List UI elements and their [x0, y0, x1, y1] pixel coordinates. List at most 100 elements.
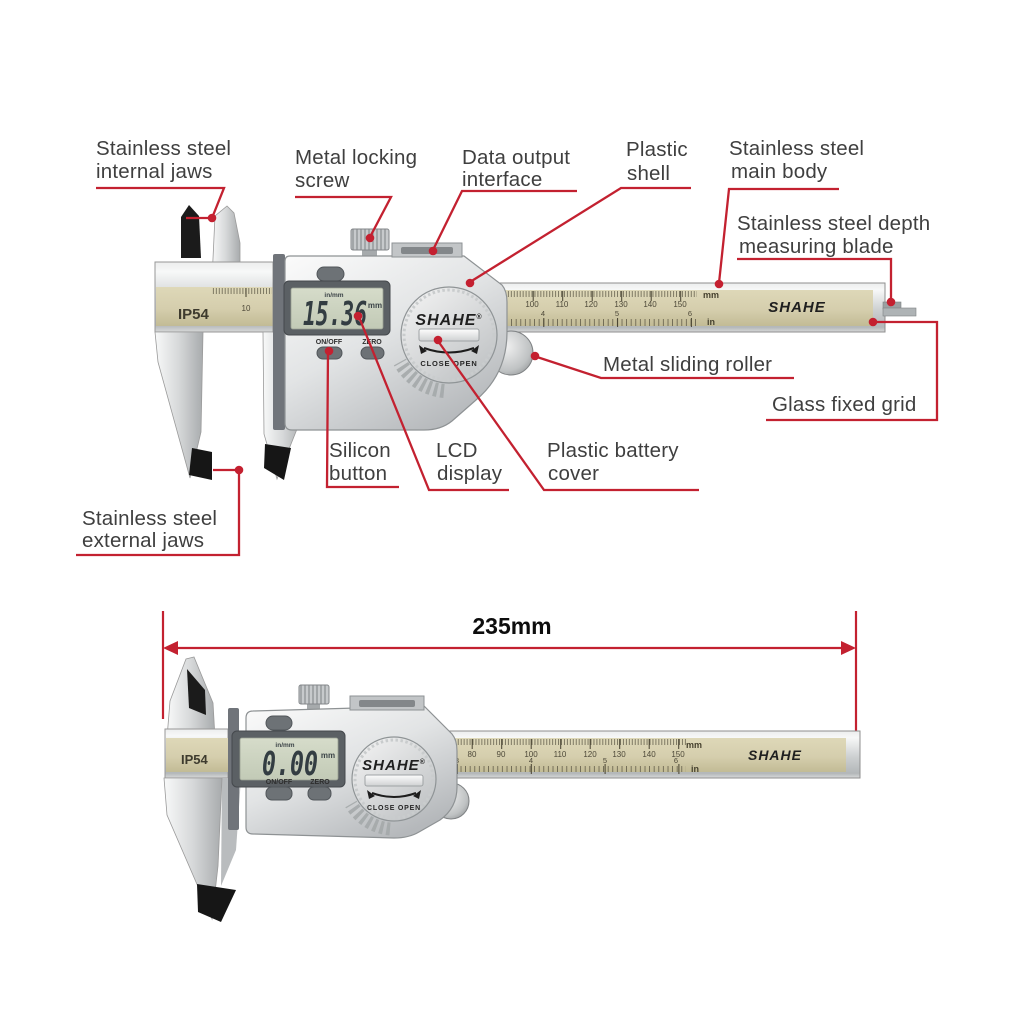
- open-close-arrow: [423, 347, 475, 354]
- label-line: Metal sliding roller: [603, 353, 772, 376]
- top-silicon-button: [316, 266, 345, 282]
- callout-dot: [714, 279, 724, 289]
- label-line: Metal locking: [295, 146, 417, 169]
- mm-number: 120: [583, 750, 597, 759]
- callout-dot: [465, 278, 475, 288]
- label-line: Stainless steel: [96, 137, 231, 160]
- callout-locking-screw: Metal locking screw: [295, 146, 417, 243]
- callout-line: [717, 187, 839, 284]
- mm-number: 110: [554, 750, 567, 759]
- callout-lcd-display: LCD display: [353, 311, 509, 492]
- open-close-arrow: [371, 792, 417, 798]
- inch-unit-label: in: [691, 764, 699, 774]
- callout-dot: [365, 233, 375, 243]
- close-open-label: CLOSE OPEN: [420, 359, 477, 368]
- label-line: button: [329, 462, 387, 485]
- battery-cover: SHAHE® CLOSE OPEN: [400, 286, 498, 384]
- mm-major-ticks: [492, 291, 699, 301]
- cover-brand-logo: SHAHE®: [415, 312, 482, 329]
- callout-depth-blade: Stainless steel depth measuring blade: [737, 212, 930, 307]
- inch-number: 4: [529, 756, 533, 765]
- mm-unit-label: mm: [686, 740, 702, 750]
- mm-number: 150: [673, 300, 687, 309]
- internal-jaw-fixed-black: [181, 205, 201, 258]
- callout-line: [437, 340, 699, 492]
- label-line: Data output: [462, 146, 570, 169]
- callout-sliding-roller: Metal sliding roller: [530, 351, 794, 380]
- data-output-slot: [359, 700, 415, 707]
- external-jaw-fixed-tip: [189, 448, 212, 480]
- callout-line: [766, 320, 939, 422]
- label-line: interface: [462, 168, 542, 191]
- inch-number: 6: [674, 756, 678, 765]
- beam-brand-logo: SHAHE: [768, 299, 826, 316]
- callout-external-jaws: Stainless steel external jaws: [76, 465, 244, 557]
- depth-blade: [882, 307, 917, 317]
- cover-brand-logo: SHAHE®: [362, 757, 426, 774]
- callout-dot: [530, 351, 540, 361]
- closed-external-jaws-tip: [197, 884, 236, 922]
- closed-internal-jaws-tip: [187, 669, 206, 715]
- callout-plastic-shell: Plastic shell: [465, 138, 691, 288]
- arrow-head-right: [471, 345, 479, 354]
- mm-number: 140: [643, 300, 657, 309]
- battery-cover-serration: [402, 288, 496, 382]
- callouts: Stainless steel internal jaws Metal lock…: [76, 137, 939, 557]
- mm-scale-numbers: 80 90 100 110 120 130 140 150: [468, 750, 686, 759]
- data-output-slot: [401, 247, 453, 254]
- beam-brand-logo: SHAHE: [748, 747, 802, 763]
- callout-main-body: Stainless steel main body: [714, 137, 864, 289]
- onoff-silicon-button: [265, 786, 293, 801]
- beam-left-ticks: [212, 288, 272, 294]
- dimension-annotation: 235mm: [161, 611, 858, 737]
- mm-number: 100: [525, 300, 539, 309]
- inch-number: 5: [615, 309, 619, 318]
- ip-rating-label: IP54: [181, 752, 209, 767]
- callout-dot: [353, 311, 363, 321]
- inch-major-ticks: [446, 764, 688, 774]
- top-caliper: IP54 10 90 100 110 120 130 140 150 4 5 6…: [154, 205, 917, 481]
- coin-slot: [364, 774, 424, 787]
- locking-screw-head: [298, 684, 330, 705]
- lcd-screen: [239, 737, 339, 781]
- label-line: measuring blade: [739, 235, 894, 258]
- mm-major-ticks: [446, 739, 688, 749]
- dimension-value: 235mm: [472, 613, 551, 639]
- ip-rating-label: IP54: [178, 306, 210, 323]
- zero-button-label: ZERO: [310, 779, 330, 786]
- mm-number: 110: [556, 300, 569, 309]
- callout-dot: [234, 465, 244, 475]
- registered-mark: ®: [420, 758, 426, 766]
- inch-unit-label: in: [707, 317, 715, 327]
- lcd-mode-label: in/mm: [275, 742, 294, 749]
- callout-dot: [868, 317, 878, 327]
- label-line: internal jaws: [96, 160, 213, 183]
- slider-edge-strip: [273, 254, 285, 430]
- callout-line: [737, 257, 893, 301]
- onoff-button-label: ON/OFF: [316, 339, 343, 346]
- label-line: Plastic: [626, 138, 688, 161]
- label-line: shell: [627, 162, 670, 185]
- inch-scale-numbers: 4 5 6: [541, 309, 692, 318]
- mm-number: 120: [584, 300, 598, 309]
- callout-glass-grid: Glass fixed grid: [766, 317, 939, 422]
- callout-dot: [886, 297, 896, 307]
- beam-left-number: 10: [242, 304, 251, 313]
- callout-dot: [324, 346, 334, 356]
- label-line: Glass fixed grid: [772, 393, 916, 416]
- label-line: Plastic battery: [547, 439, 679, 462]
- arrow-head-left: [367, 790, 375, 799]
- callout-line: [325, 349, 399, 489]
- arrow-head-left: [419, 345, 427, 354]
- coin-slot: [418, 328, 480, 342]
- callout-line: [469, 186, 691, 283]
- top-silicon-button: [265, 715, 293, 731]
- thumb-gear-fan: [345, 800, 391, 836]
- thumb-gear-fan: [393, 358, 445, 398]
- inch-number: 4: [541, 309, 545, 318]
- lcd-reading: 0.00: [262, 744, 318, 783]
- callout-line: [536, 355, 794, 380]
- zero-button-label: ZERO: [362, 339, 382, 346]
- label-line: cover: [548, 462, 599, 485]
